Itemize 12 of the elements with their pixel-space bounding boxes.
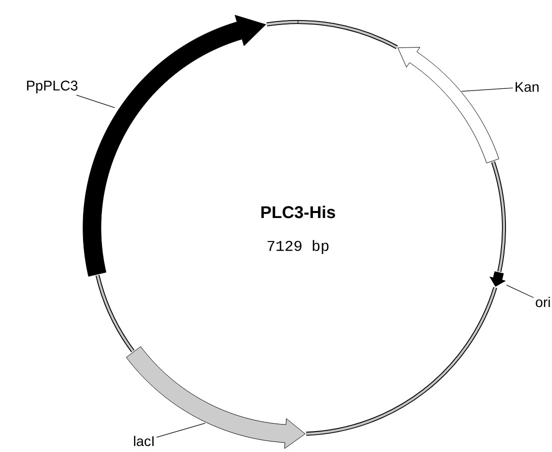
plasmid-circle: [96, 20, 506, 436]
plasmid-size: 7129 bp: [268, 240, 328, 254]
leader-line: [76, 94, 116, 108]
plasmid-name: PLC3-His: [261, 206, 336, 218]
leader-line: [156, 422, 206, 438]
feature-label: ori: [536, 296, 550, 308]
feature-label: PpPLC3: [27, 80, 78, 94]
feature-label: Kan: [516, 82, 539, 92]
leader-line: [506, 284, 534, 298]
leader-line: [461, 88, 514, 92]
feature-label: lacI: [134, 436, 154, 446]
gene-arrow: [126, 346, 306, 449]
